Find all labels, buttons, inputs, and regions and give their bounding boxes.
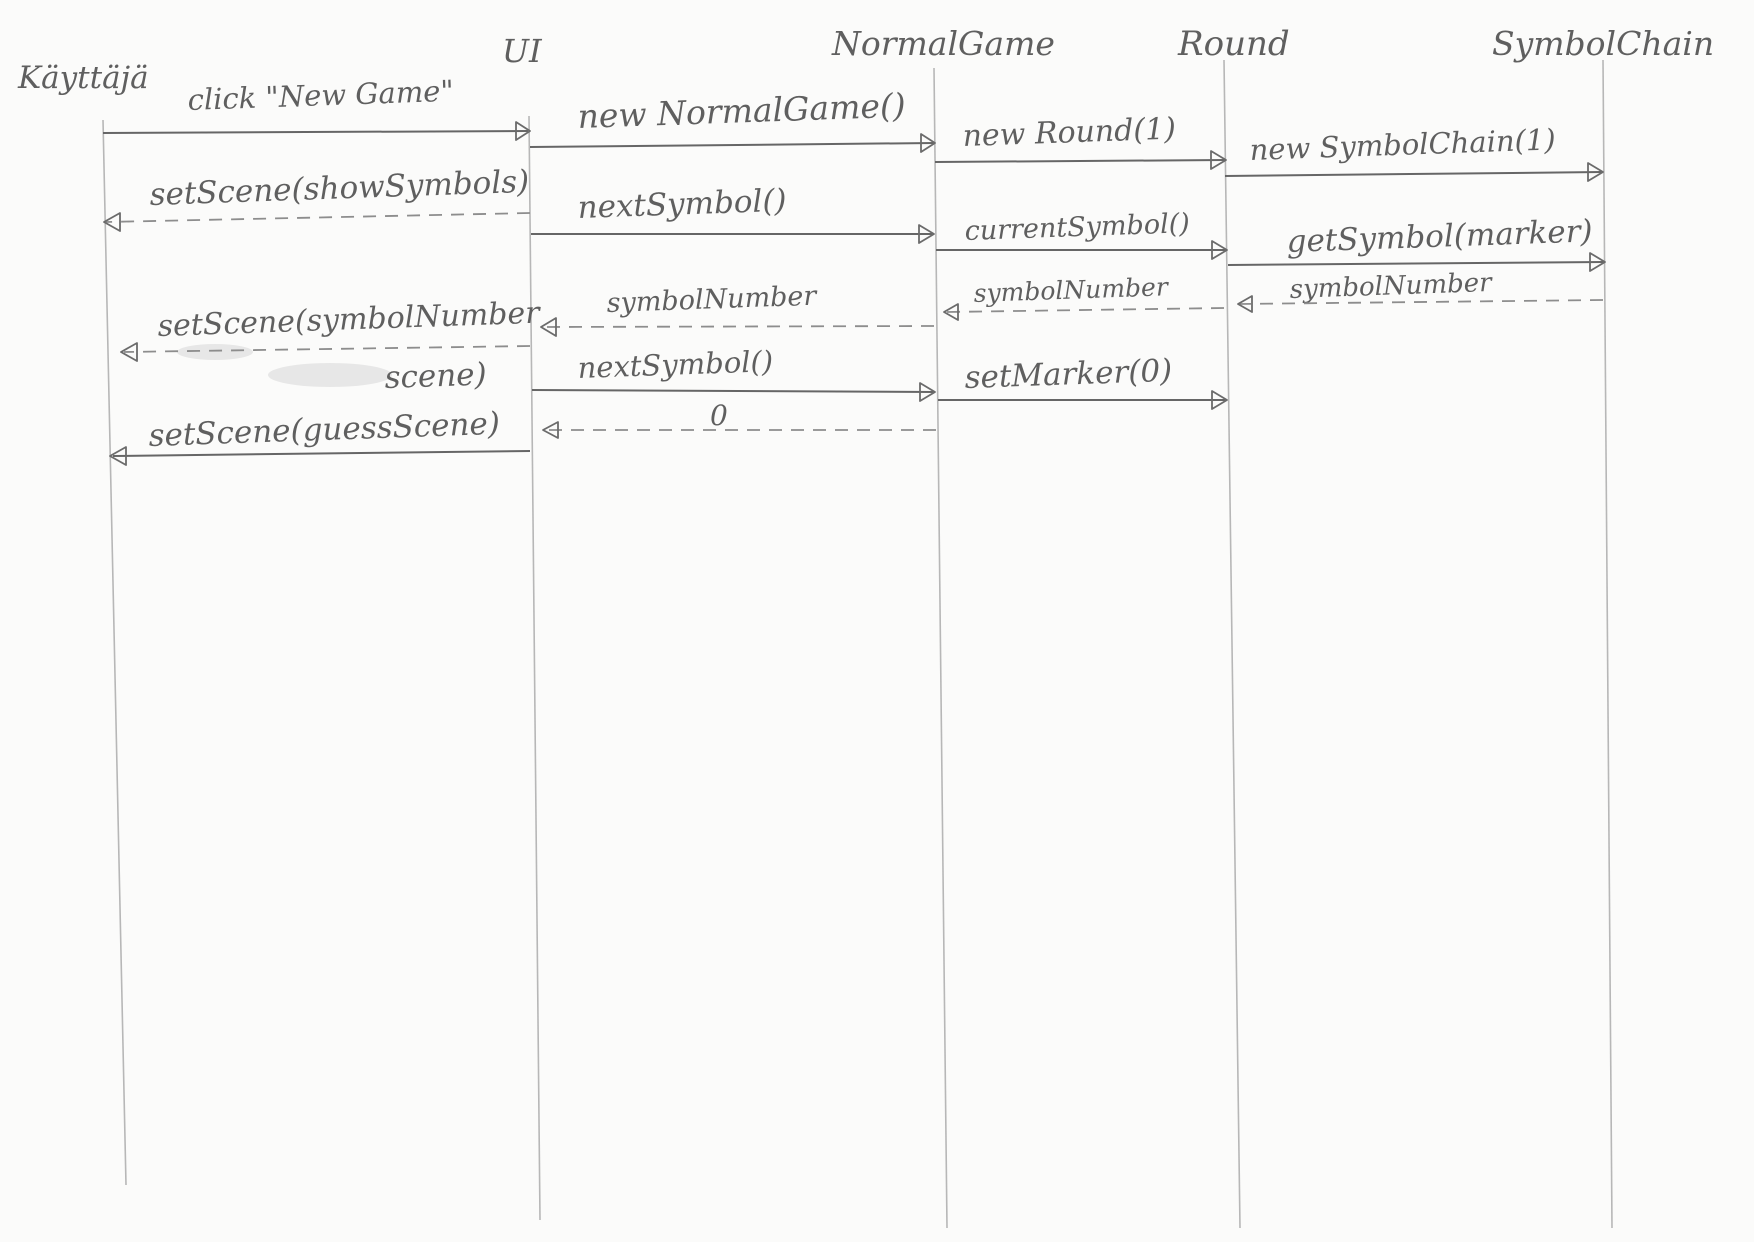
message-arrow-symbolnumber-game	[543, 325, 935, 328]
message-label-setmarker: setMarker(0)	[964, 353, 1173, 396]
message-arrow-click-new-game	[102, 130, 529, 134]
message-arrow-setscene-symbolnumber	[123, 345, 531, 353]
message-label-currentsymbol: currentSymbol()	[964, 208, 1190, 247]
message-arrow-getsymbol	[1227, 261, 1605, 266]
lifeline-label-ui: UI	[502, 32, 543, 70]
message-arrowhead	[1210, 150, 1227, 170]
message-arrow-symbolnumber-round	[945, 307, 1225, 313]
message-label-setscene-guessscene: setScene(guessScene)	[148, 406, 500, 454]
lifeline-user	[102, 119, 127, 1186]
paper-smudge	[268, 363, 392, 387]
message-arrow-new-symbolchain	[1224, 171, 1603, 177]
message-arrowhead	[540, 317, 557, 337]
message-label-setscene-symbolnumber-line2: scene)	[384, 356, 487, 396]
message-label-click-new-game: click "New Game"	[187, 74, 454, 117]
lifeline-label-round: Round	[1177, 24, 1290, 64]
message-arrowhead	[1211, 240, 1228, 260]
message-label-zero-return: 0	[710, 399, 728, 432]
message-arrowhead	[1589, 252, 1606, 272]
lifeline-label-normalgame: NormalGame	[831, 24, 1055, 63]
message-arrowhead	[1211, 390, 1228, 410]
message-arrow-symbolnumber-chain	[1239, 299, 1604, 305]
message-arrowhead	[920, 133, 936, 153]
message-arrowhead	[103, 212, 121, 232]
message-label-new-normalgame: new NormalGame()	[577, 86, 906, 136]
lifeline-normalgame	[933, 67, 948, 1229]
message-label-setscene-symbolnumber: setScene(symbolNumber	[157, 296, 542, 344]
lifeline-round	[1223, 59, 1241, 1229]
message-arrowhead	[515, 121, 531, 141]
message-label-nextsymbol-2: nextSymbol()	[577, 344, 774, 385]
message-label-symbolnumber-game: symbolNumber	[606, 281, 819, 319]
message-label-new-round: new Round(1)	[962, 112, 1176, 154]
message-arrowhead	[918, 224, 935, 244]
lifeline-label-symbolchain: SymbolChain	[1492, 24, 1714, 63]
message-arrowhead	[919, 382, 936, 402]
message-arrowhead	[542, 421, 559, 439]
lifeline-label-user: Käyttäjä	[17, 60, 149, 96]
message-label-new-symbolchain: new SymbolChain(1)	[1249, 122, 1556, 167]
message-arrow-new-normalgame	[529, 142, 935, 148]
message-arrow-setscene-showsymbols	[105, 212, 531, 223]
paper-smudge	[177, 344, 253, 360]
lifeline-symbolchain	[1602, 59, 1613, 1229]
message-arrow-setscene-guessscene	[112, 450, 531, 457]
message-arrowhead	[1237, 295, 1253, 313]
message-arrowhead	[120, 342, 138, 362]
message-label-getsymbol: getSymbol(marker)	[1286, 213, 1593, 260]
message-arrowhead	[1587, 162, 1604, 182]
message-label-symbolnumber-chain: symbolNumber	[1289, 268, 1493, 305]
message-label-symbolnumber-round: symbolNumber	[973, 272, 1170, 308]
message-label-nextsymbol: nextSymbol()	[577, 183, 787, 226]
message-label-setscene-showsymbols: setScene(showSymbols)	[149, 164, 530, 213]
lifeline-ui	[528, 115, 541, 1221]
message-arrow-nextsymbol-2	[531, 389, 935, 393]
message-arrowhead	[943, 303, 959, 321]
message-arrowhead	[109, 446, 127, 466]
message-arrow-new-round	[934, 159, 1226, 163]
